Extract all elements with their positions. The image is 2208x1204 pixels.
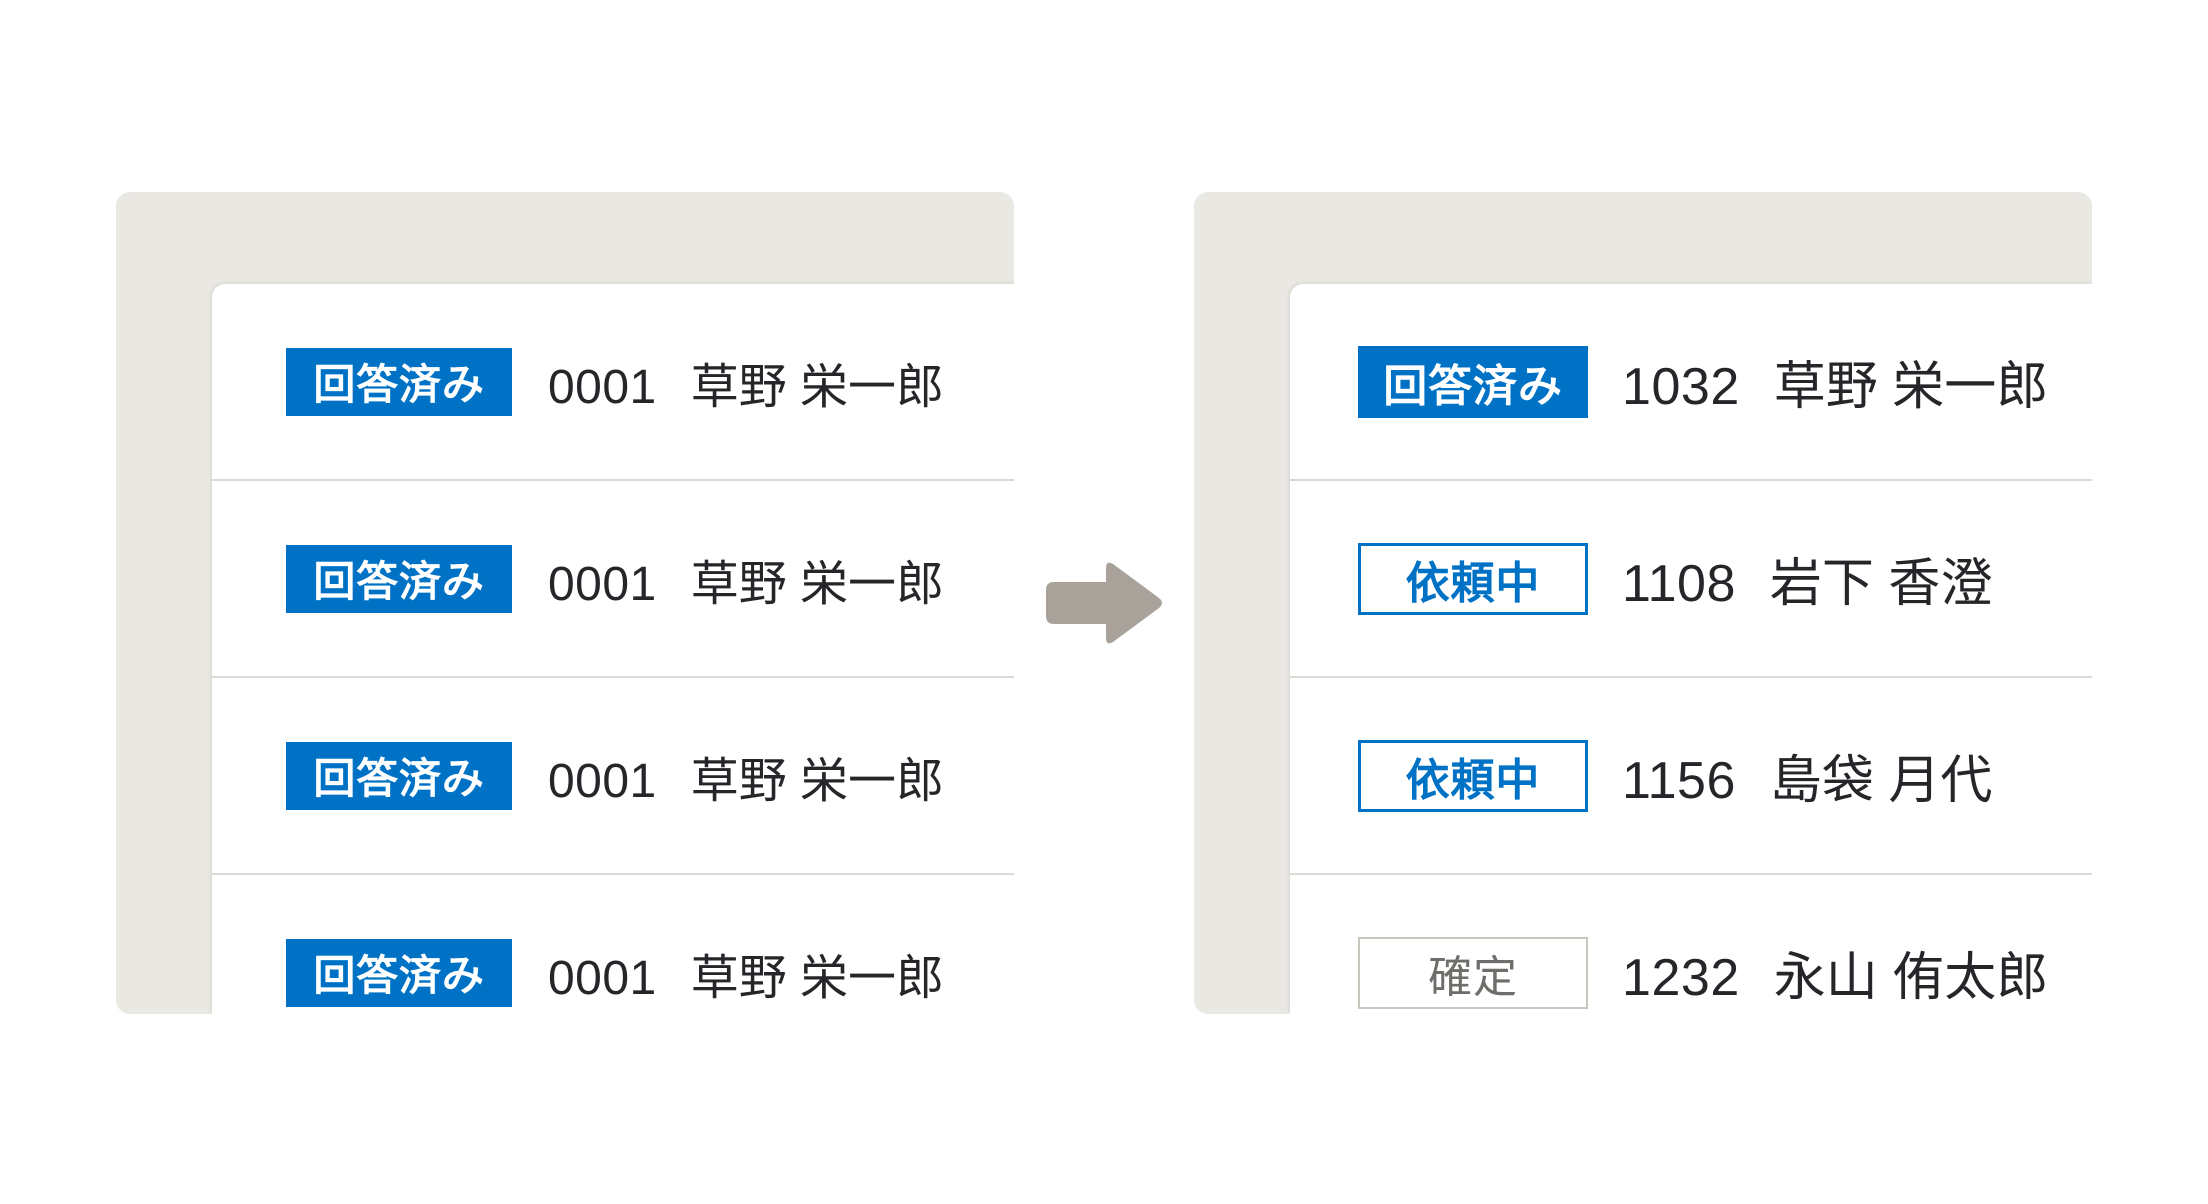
row-text: 1032 草野 栄一郎 <box>1622 344 2048 419</box>
status-badge: 確定 <box>1358 936 1588 1009</box>
row-text: 0001 草野 栄一郎 <box>548 741 944 811</box>
row-text: 1232 永山 侑太郎 <box>1622 935 2048 1010</box>
row-text: 0001 草野 栄一郎 <box>548 347 944 417</box>
row-person-name: 島袋 月代 <box>1769 752 1993 810</box>
table-row[interactable]: 回答済み 0001 草野 栄一郎 <box>212 284 1014 481</box>
status-badge: 依頼中 <box>1358 542 1588 615</box>
row-text: 1156 島袋 月代 <box>1622 738 1992 813</box>
row-id: 1232 <box>1622 949 1740 1007</box>
status-badge: 回答済み <box>286 741 512 810</box>
row-person-name: 岩下 香澄 <box>1769 555 1993 613</box>
table-row[interactable]: 回答済み 1032 草野 栄一郎 <box>1290 284 2092 481</box>
table-row[interactable]: 回答済み 0001 草野 栄一郎 <box>212 875 1014 1014</box>
table-row[interactable]: 依頼中 1156 島袋 月代 <box>1290 678 2092 875</box>
row-id: 0001 <box>548 951 657 1005</box>
status-badge: 回答済み <box>286 347 512 416</box>
row-id: 0001 <box>548 360 657 414</box>
arrow-right-icon <box>1046 560 1164 646</box>
table-row[interactable]: 回答済み 0001 草野 栄一郎 <box>212 678 1014 875</box>
row-person-name: 草野 栄一郎 <box>1773 358 2049 416</box>
row-id: 0001 <box>548 557 657 611</box>
status-badge: 回答済み <box>286 544 512 613</box>
status-badge: 回答済み <box>286 938 512 1007</box>
row-id: 1108 <box>1622 555 1736 613</box>
row-person-name: 草野 栄一郎 <box>690 951 945 1005</box>
row-text: 1108 岩下 香澄 <box>1622 541 1992 616</box>
table-row[interactable]: 確定 1232 永山 侑太郎 <box>1290 875 2092 1014</box>
row-person-name: 草野 栄一郎 <box>690 360 945 414</box>
row-id: 0001 <box>548 754 657 808</box>
row-person-name: 草野 栄一郎 <box>690 754 945 808</box>
row-id: 1156 <box>1622 752 1736 810</box>
status-badge: 回答済み <box>1358 345 1588 418</box>
row-text: 0001 草野 栄一郎 <box>548 938 944 1008</box>
row-id: 1032 <box>1622 358 1740 416</box>
row-text: 0001 草野 栄一郎 <box>548 544 944 614</box>
row-person-name: 草野 栄一郎 <box>690 557 945 611</box>
status-badge: 依頼中 <box>1358 739 1588 812</box>
table-row[interactable]: 回答済み 0001 草野 栄一郎 <box>212 481 1014 678</box>
row-person-name: 永山 侑太郎 <box>1773 949 2049 1007</box>
table-row[interactable]: 依頼中 1108 岩下 香澄 <box>1290 481 2092 678</box>
